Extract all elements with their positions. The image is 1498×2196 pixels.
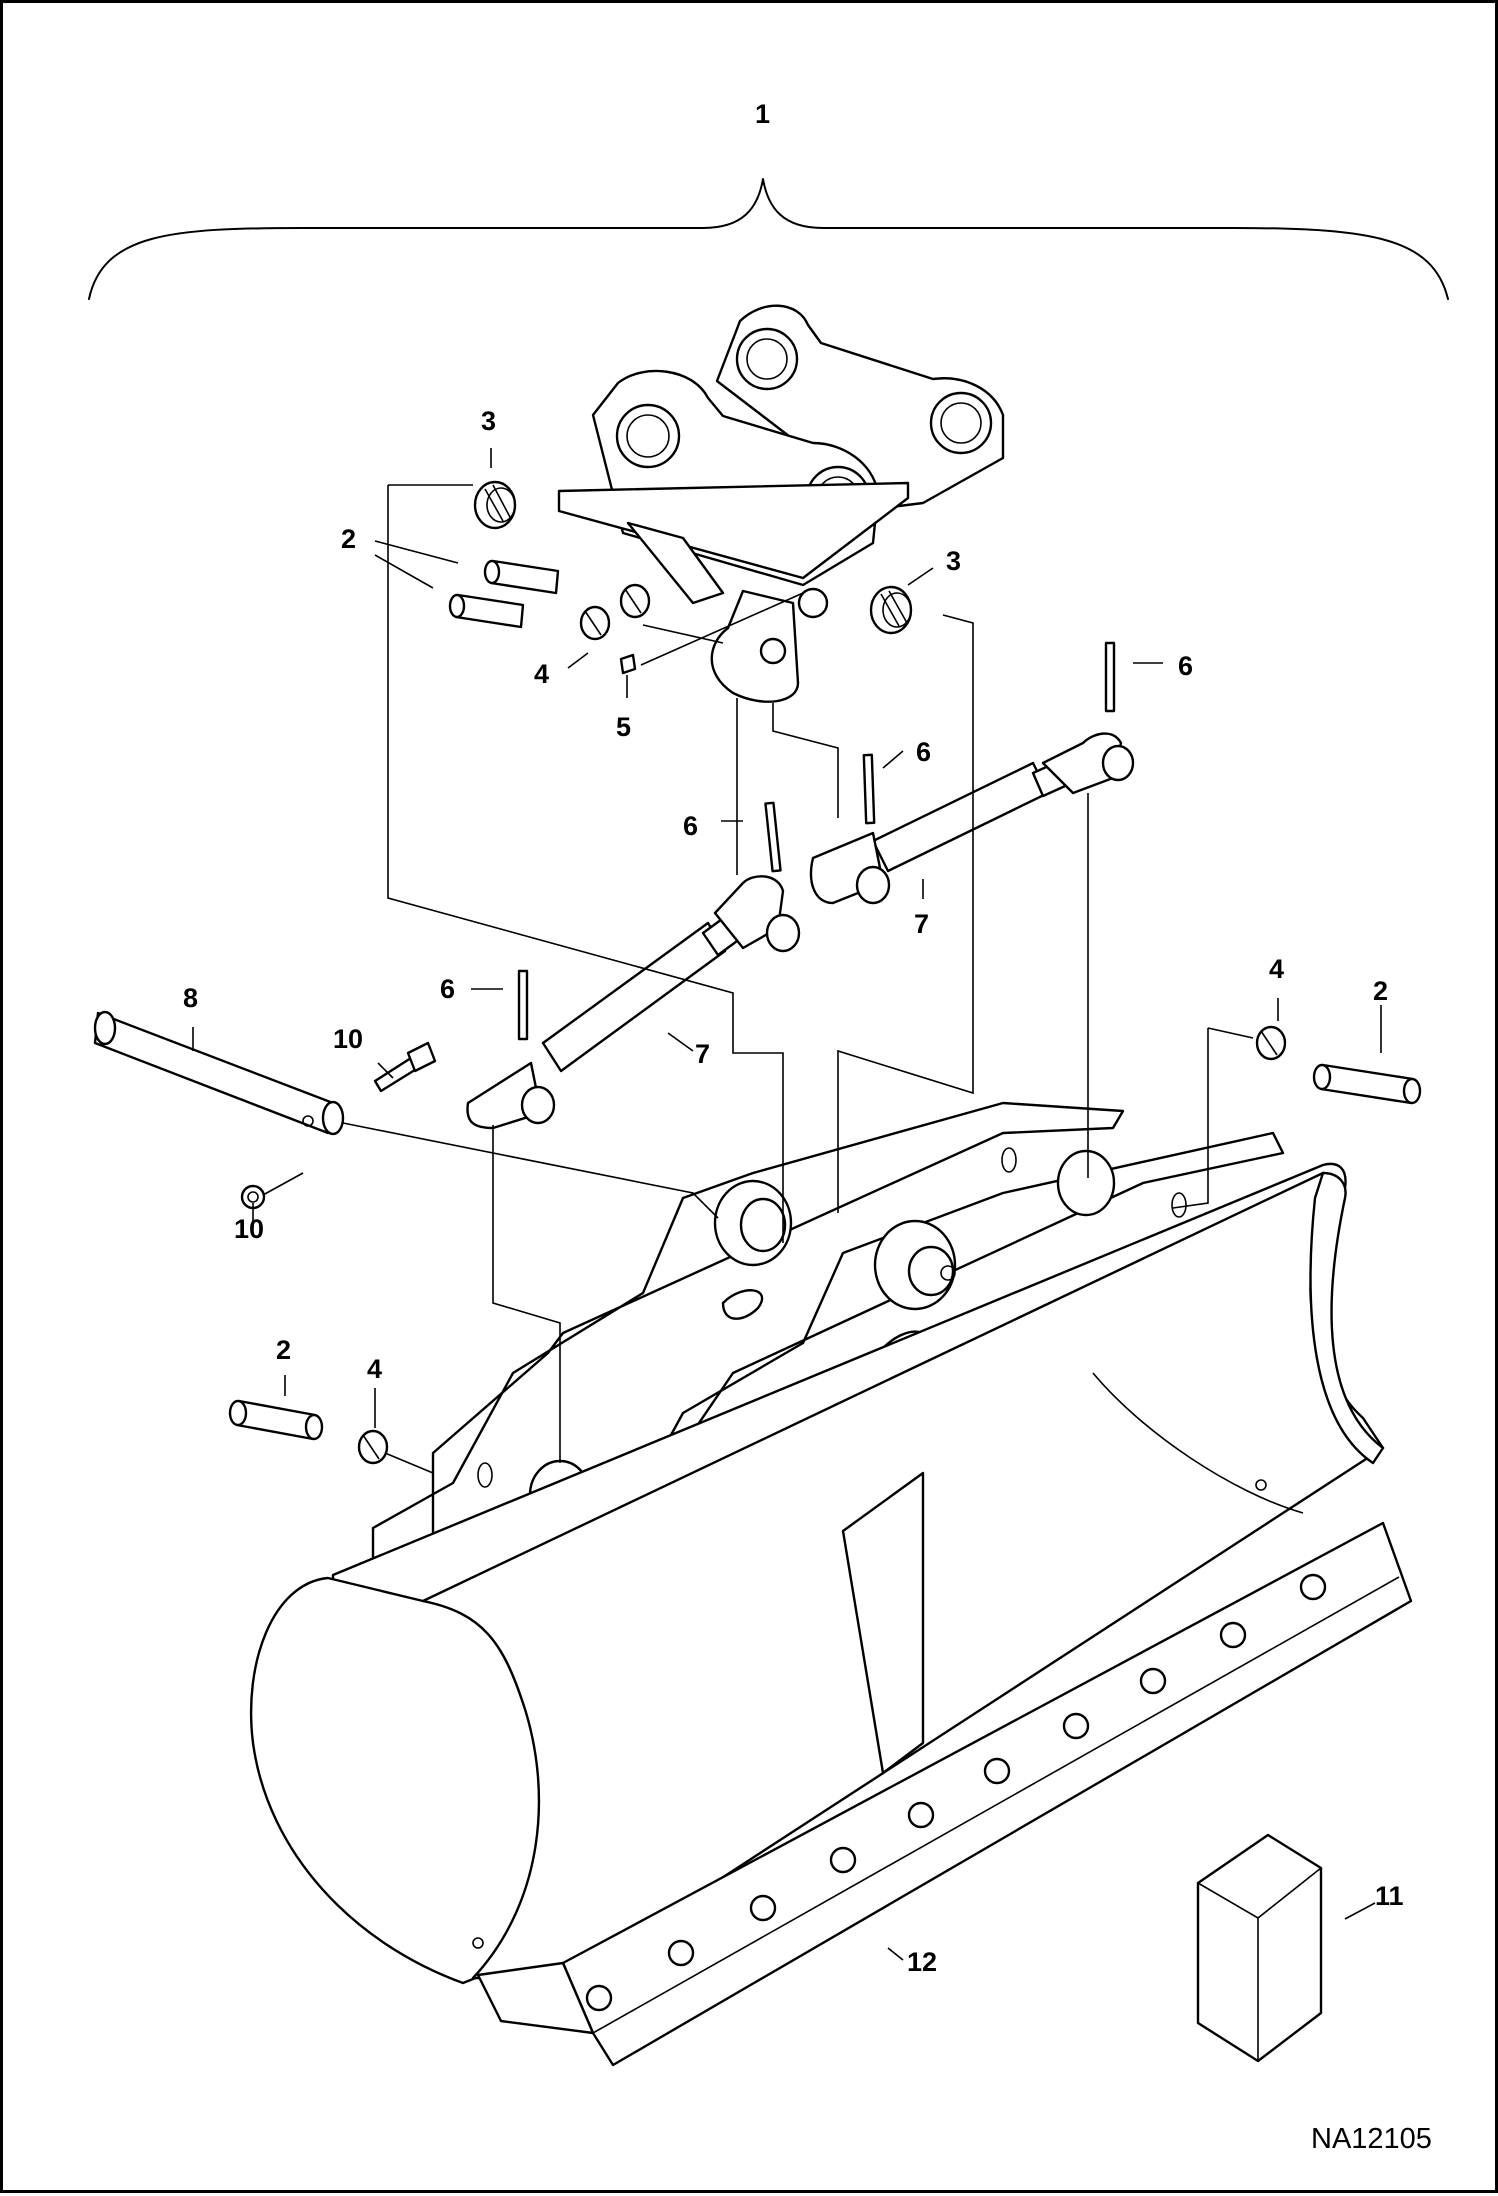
callout-2: 2 — [276, 1335, 291, 1365]
cylinder-left — [466, 801, 801, 1130]
bolt — [373, 1041, 437, 1093]
callout-4: 4 — [367, 1354, 382, 1384]
callout-3: 3 — [481, 406, 496, 436]
callout-6: 6 — [1178, 651, 1193, 681]
callout-10: 10 — [333, 1024, 363, 1054]
callout-4: 4 — [1269, 954, 1284, 984]
callout-11: 11 — [1375, 1881, 1404, 1911]
bushing-right — [869, 585, 913, 635]
cylinder-right — [809, 641, 1135, 905]
assembly-brace — [88, 178, 1449, 300]
callout-2: 2 — [1373, 976, 1388, 1006]
callout-6: 6 — [683, 811, 698, 841]
coupler-bracket — [557, 304, 1005, 703]
figure-code: NA12105 — [1311, 2123, 1432, 2155]
callout-6: 6 — [440, 974, 455, 1004]
callout-8: 8 — [183, 983, 198, 1013]
callout-7: 7 — [914, 909, 929, 939]
callout-1: 1 — [755, 99, 770, 129]
callout-6: 6 — [916, 737, 931, 767]
spring-right — [1255, 1025, 1287, 1061]
spring-upper-pair — [579, 583, 651, 641]
callout-4: 4 — [534, 659, 549, 689]
assembly-lines — [262, 484, 1254, 1474]
callout-2: 2 — [341, 524, 356, 554]
callout-3: 3 — [946, 546, 961, 576]
bushing-left — [473, 480, 517, 530]
pin-left — [228, 1399, 324, 1441]
callouts: 1 2 2 2 3 3 4 4 4 5 6 6 6 6 7 7 8 10 10 … — [183, 99, 1404, 1977]
exploded-parts-diagram: 1 2 2 2 3 3 4 4 4 5 6 6 6 6 7 7 8 10 10 … — [88, 99, 1449, 2155]
decal-kit-box — [1196, 1833, 1323, 2063]
long-pin — [93, 1010, 345, 1136]
tilt-bucket — [249, 1101, 1413, 2067]
callout-7: 7 — [695, 1039, 710, 1069]
callout-5: 5 — [616, 712, 631, 742]
pin-right — [1312, 1063, 1422, 1105]
callout-12: 12 — [907, 1947, 937, 1977]
nut — [240, 1184, 266, 1210]
callout-10: 10 — [234, 1214, 264, 1244]
pin-upper-pair — [448, 559, 560, 629]
leader-lines — [192, 448, 1382, 1961]
grease-fitting — [619, 653, 637, 675]
spring-left — [357, 1429, 389, 1465]
cutting-edge-bolts — [585, 1573, 1327, 2012]
